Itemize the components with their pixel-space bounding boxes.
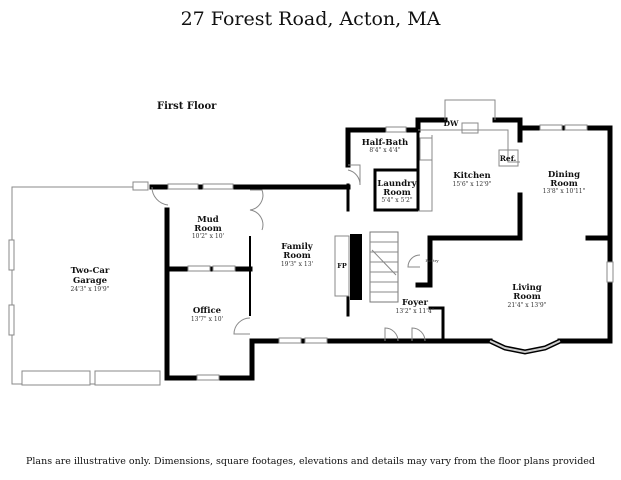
fireplace [334, 234, 362, 300]
family-room-label: Family [281, 242, 314, 252]
laundry-room-label: Laundry [377, 179, 417, 189]
staircase [369, 231, 399, 303]
exterior-walls [149, 117, 613, 381]
disclaimer-note: Plans are illustrative only. Dimensions,… [25, 456, 596, 467]
fireplace-label: FP [337, 262, 347, 270]
living-room-label-2: Room [513, 292, 540, 302]
interior-walls [164, 118, 445, 343]
foyer-dims: 13'2" x 11'4" [396, 308, 435, 315]
half-bath-label: Half-Bath [362, 138, 408, 148]
mud-room-label-2: Room [194, 224, 221, 234]
plan-title: 27 Forest Road, Acton, MA [180, 8, 441, 30]
dishwasher-label: DW [444, 119, 460, 128]
pantry-label: Pantry [425, 258, 439, 263]
family-room-dims: 19'3" x 13' [281, 261, 314, 268]
family-room-label-2: Room [283, 251, 310, 261]
mud-room-dims: 10'2" x 10' [192, 233, 225, 240]
floor-label: First Floor [157, 101, 217, 112]
garage-label: Two-Car [71, 266, 110, 276]
refrigerator-label: Ref. [500, 154, 517, 163]
laundry-room-dims: 5'4" x 5'2" [381, 197, 413, 204]
laundry-room-label-2: Room [383, 188, 410, 198]
foyer-label: Foyer [402, 298, 429, 308]
office-dims: 13'7" x 10' [191, 316, 224, 323]
kitchen-counters [418, 122, 520, 212]
dining-room-label: Dining [548, 170, 580, 180]
garage-outline [8, 181, 161, 386]
living-room-dims: 21'4" x 13'9" [508, 302, 547, 309]
living-room-label: Living [512, 283, 542, 293]
kitchen-label: Kitchen [453, 171, 491, 181]
dining-room-label-2: Room [550, 179, 577, 189]
garage-label-2: Garage [73, 276, 108, 286]
dining-room-dims: 13'8" x 10'11" [543, 188, 586, 195]
mud-room-label: Mud [197, 215, 219, 225]
half-bath-dims: 8'4" x 4'4" [369, 147, 401, 154]
kitchen-dims: 15'6" x 12'9" [453, 181, 492, 188]
windows [167, 99, 614, 381]
office-label: Office [193, 306, 222, 316]
garage-dims: 24'3" x 19'9" [71, 286, 110, 293]
